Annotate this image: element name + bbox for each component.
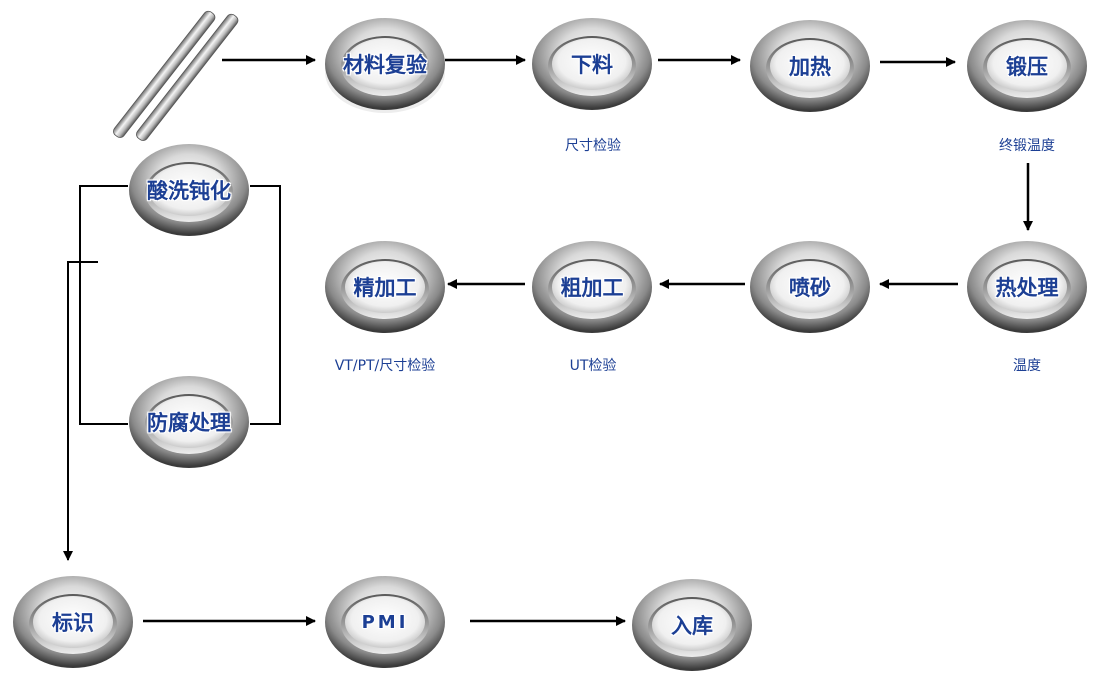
note-cutting: 尺寸检验 — [565, 138, 621, 154]
node-label: 锻压 — [1006, 55, 1048, 79]
node-material-recheck: 材料复验 — [320, 14, 450, 114]
node-pmi: PMI — [320, 572, 450, 672]
node-heat-treatment: 热处理 — [962, 237, 1092, 337]
node-marking: 标识 — [8, 572, 138, 672]
node-sandblasting: 喷砂 — [745, 237, 875, 337]
node-label: 粗加工 — [560, 276, 624, 300]
node-cutting: 下料 — [527, 14, 657, 114]
node-pickling-passivation: 酸洗钝化 — [124, 140, 254, 240]
node-label: 下料 — [571, 53, 613, 77]
node-heating: 加热 — [745, 16, 875, 116]
node-label: 标识 — [52, 611, 94, 635]
note-finish-machining: VT/PT/尺寸检验 — [334, 358, 436, 374]
node-rough-machining: 粗加工 — [527, 237, 657, 337]
node-label: 热处理 — [995, 276, 1059, 300]
note-heat-treatment: 温度 — [1013, 358, 1041, 374]
node-label: 酸洗钝化 — [147, 179, 231, 203]
node-label: 入库 — [671, 614, 713, 638]
node-warehousing: 入库 — [627, 575, 757, 675]
note-rough-machining: UT检验 — [569, 358, 617, 374]
node-forging: 锻压 — [962, 16, 1092, 116]
node-anticorrosion: 防腐处理 — [124, 372, 254, 472]
node-label: 喷砂 — [789, 276, 831, 300]
node-label: 精加工 — [353, 276, 417, 300]
node-label: 加热 — [789, 55, 831, 79]
node-finish-machining: 精加工 — [320, 237, 450, 337]
node-label: PMI — [361, 611, 409, 633]
node-label: 防腐处理 — [147, 411, 231, 435]
arrow-to-marking — [63, 261, 98, 561]
pipes-icon — [113, 10, 239, 141]
bracket-right — [250, 185, 281, 425]
bracket-outer-left — [79, 185, 128, 425]
note-forging: 终锻温度 — [999, 138, 1055, 154]
node-label: 材料复验 — [343, 53, 427, 77]
